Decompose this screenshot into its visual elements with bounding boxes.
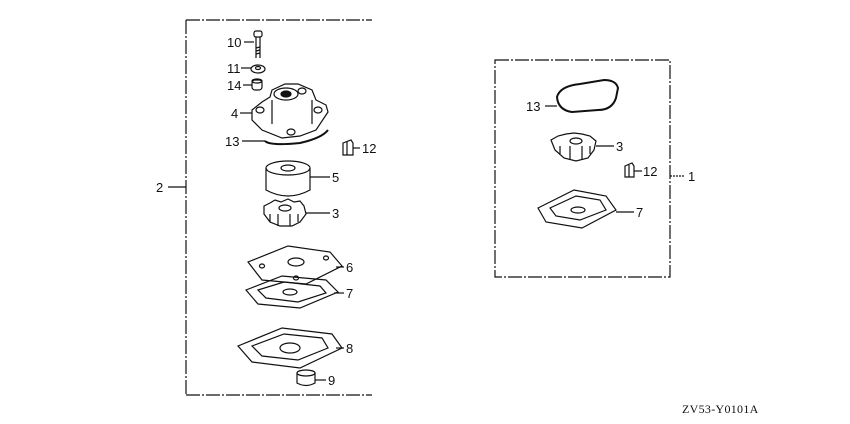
bolt-icon [253,30,263,58]
gasket-icon [537,189,617,229]
plate-icon [247,245,343,285]
washer-icon [250,64,266,74]
gasket-icon [236,327,343,369]
callout-2[interactable]: 2 [156,180,164,195]
callout-3[interactable]: 3 [616,139,624,154]
callout-3[interactable]: 3 [332,206,340,221]
callout-14[interactable]: 14 [227,78,242,93]
callout-11[interactable]: 11 [227,61,241,76]
key-icon [624,162,635,178]
impeller-icon [263,198,307,227]
callout-12[interactable]: 12 [362,141,377,156]
callout-4[interactable]: 4 [231,106,239,121]
gasket-ring-icon [555,78,620,114]
callout-7[interactable]: 7 [346,286,354,301]
callout-9[interactable]: 9 [328,373,336,388]
seal-icon [296,369,316,387]
callout-12[interactable]: 12 [643,164,658,179]
key-icon [342,139,354,156]
impeller-icon [550,132,597,162]
gasket-icon [244,275,340,309]
callout-13[interactable]: 13 [526,99,541,114]
callout-7[interactable]: 7 [636,205,644,220]
group-1-box [494,59,671,278]
callout-1[interactable]: 1 [688,169,696,184]
drawing-code: ZV53-Y0101A [682,402,759,416]
callout-8[interactable]: 8 [346,341,354,356]
callout-13[interactable]: 13 [225,134,240,149]
callout-10[interactable]: 10 [227,35,242,50]
callout-6[interactable]: 6 [346,260,354,275]
gasket-ring-icon [264,129,329,146]
collar-icon [251,78,263,91]
callout-5[interactable]: 5 [332,170,340,185]
impeller-housing-icon [265,160,311,197]
pump-housing-icon [251,83,329,139]
group-2-box [185,19,372,396]
